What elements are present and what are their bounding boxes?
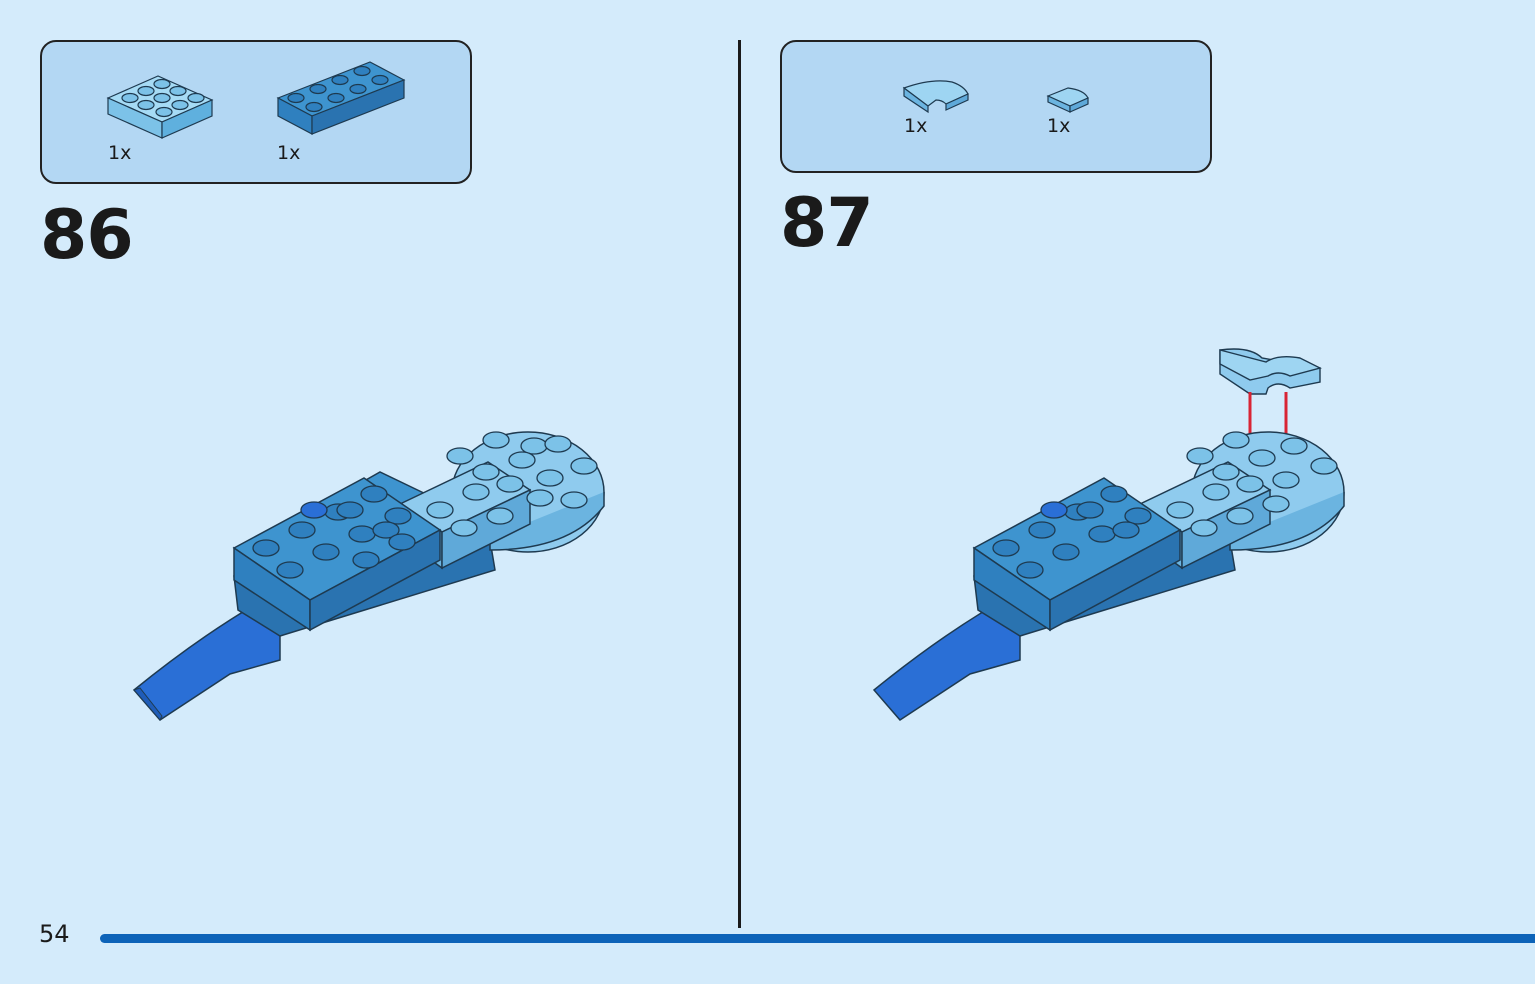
plate-2x4-icon — [276, 61, 406, 135]
part-qty: 1x — [277, 142, 301, 164]
build-illustration-step-86 — [132, 431, 605, 721]
parts-callout-step-86: 1x 1x — [40, 40, 472, 184]
part-qty: 1x — [1047, 115, 1071, 137]
step-number: 87 — [780, 184, 874, 263]
part-qty: 1x — [904, 115, 928, 137]
step-number: 86 — [40, 196, 134, 275]
build-illustration-step-87 — [872, 348, 1345, 721]
part-qty: 1x — [108, 142, 132, 164]
plate-2x3-icon — [106, 75, 214, 139]
page-progress-bar — [100, 934, 1535, 943]
parts-callout-step-87: 1x 1x — [780, 40, 1212, 173]
step-divider — [738, 40, 741, 928]
page-number: 54 — [39, 920, 70, 948]
quarter-tile-icon — [1046, 87, 1089, 113]
curved-slope-icon — [902, 80, 969, 114]
